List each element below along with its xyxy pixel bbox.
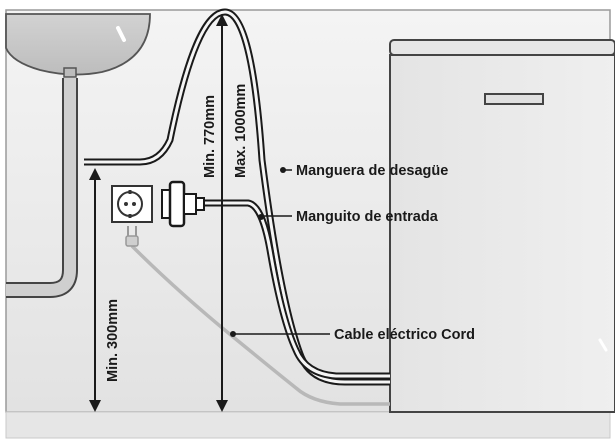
- leader-inlet-hose: [258, 214, 292, 220]
- label-power-cable: Cable eléctrico Cord: [334, 327, 475, 343]
- label-drain-hose: Manguera de desagüe: [296, 163, 448, 179]
- floor: [5, 411, 611, 439]
- power-plug: [125, 226, 139, 247]
- label-inlet-hose: Manguito de entrada: [296, 209, 439, 225]
- dimension-300mm-arrow: [89, 168, 101, 412]
- label-max-1000mm: Max. 1000mm: [233, 84, 249, 178]
- dimension-770mm-arrow: [216, 14, 228, 412]
- dishwasher: [389, 39, 615, 413]
- leader-drain-hose: [280, 167, 292, 173]
- label-min-300mm: Min. 300mm: [105, 299, 121, 382]
- power-cable: [130, 244, 390, 406]
- wall-socket: [111, 185, 153, 223]
- sink: [5, 13, 151, 78]
- leader-power-cable: [230, 331, 330, 337]
- water-tap: [161, 180, 205, 228]
- dishwasher-handle: [484, 93, 544, 105]
- label-min-770mm: Min. 770mm: [202, 95, 218, 178]
